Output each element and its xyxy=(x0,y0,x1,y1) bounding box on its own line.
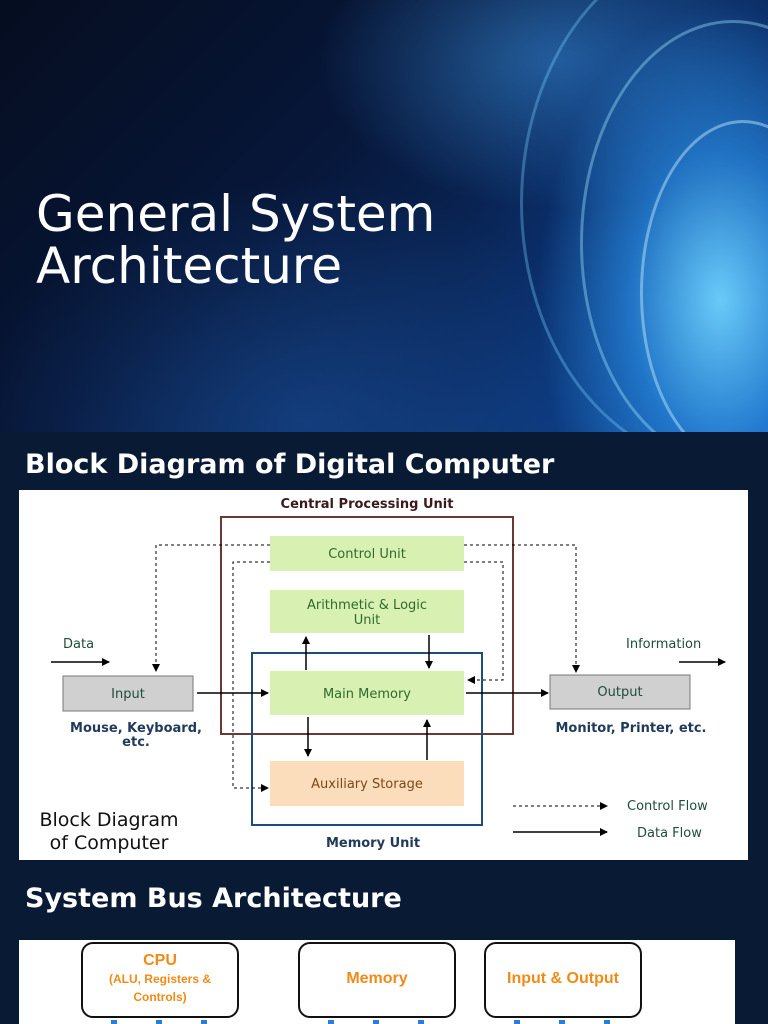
caption-line2: of Computer xyxy=(50,832,169,854)
memory-title: Memory xyxy=(346,970,408,987)
output-devices: Monitor, Printer, etc. xyxy=(555,721,706,736)
block-diagram-slide: Block Diagram of Digital Computer Centra… xyxy=(0,434,768,868)
memory-unit-box xyxy=(251,652,483,826)
slide-title-line2: Architecture xyxy=(36,237,343,295)
alu-label-line1: Arithmetic & Logic xyxy=(307,598,427,613)
cpu-box xyxy=(220,516,514,735)
cpu-box: CPU (ALU, Registers & Controls) xyxy=(81,942,239,1018)
bus-connector xyxy=(328,1020,334,1024)
cpu-title: CPU xyxy=(143,952,177,969)
control-to-memory-path xyxy=(464,561,504,684)
swirl-ring-1 xyxy=(520,0,768,432)
cpu-label: Central Processing Unit xyxy=(281,497,454,512)
slide-title-line1: General System xyxy=(36,185,436,243)
slide-heading: Block Diagram of Digital Computer xyxy=(25,449,555,480)
legend-data-flow-label: Data Flow xyxy=(637,826,702,841)
control-to-aux-path xyxy=(232,561,270,792)
diagram-panel: Central Processing Unit Memory Unit Cont… xyxy=(19,490,748,860)
input-label: Input xyxy=(111,687,145,702)
bus-connector xyxy=(418,1020,424,1024)
bus-connector xyxy=(156,1020,162,1024)
bus-connector xyxy=(373,1020,379,1024)
cpu-subtitle-line1: (ALU, Registers & xyxy=(108,972,212,986)
auxiliary-storage-label: Auxiliary Storage xyxy=(311,777,423,792)
memory-unit-label: Memory Unit xyxy=(326,836,420,851)
bus-connector xyxy=(604,1020,610,1024)
legend-control-flow-label: Control Flow xyxy=(627,799,708,814)
control-to-input-path xyxy=(152,544,270,672)
input-box xyxy=(62,675,194,712)
slide-title: General System Architecture xyxy=(36,188,435,292)
output-box xyxy=(549,674,691,710)
bus-connector xyxy=(201,1020,207,1024)
title-slide: General System Architecture xyxy=(0,0,768,432)
io-box: Input & Output xyxy=(484,942,642,1018)
output-label: Output xyxy=(597,685,642,700)
data-label: Data xyxy=(63,637,94,652)
cpu-subtitle-line2: Controls) xyxy=(133,990,187,1004)
main-memory-box xyxy=(270,671,464,715)
control-to-output-path xyxy=(464,544,580,673)
input-devices-line2: etc. xyxy=(122,735,150,750)
input-devices-line1: Mouse, Keyboard, xyxy=(70,721,202,736)
alu-box xyxy=(270,590,464,633)
system-bus-slide: System Bus Architecture CPU (ALU, Regist… xyxy=(0,870,768,1024)
bus-connector xyxy=(111,1020,117,1024)
alu-label-line2: Unit xyxy=(354,613,380,628)
bus-diagram-panel: CPU (ALU, Registers & Controls) Memory I… xyxy=(19,940,735,1024)
block-diagram: Central Processing Unit Memory Unit Cont… xyxy=(39,497,726,854)
control-unit-label: Control Unit xyxy=(328,547,406,562)
bus-connector xyxy=(559,1020,565,1024)
control-unit-box xyxy=(270,536,464,571)
information-label: Information xyxy=(626,637,701,652)
main-memory-label: Main Memory xyxy=(323,687,411,702)
bus-connector xyxy=(514,1020,520,1024)
io-title: Input & Output xyxy=(507,970,619,987)
slide-heading: System Bus Architecture xyxy=(25,883,402,914)
memory-box: Memory xyxy=(298,942,456,1018)
auxiliary-storage-box xyxy=(270,761,464,806)
caption-line1: Block Diagram xyxy=(39,809,178,831)
